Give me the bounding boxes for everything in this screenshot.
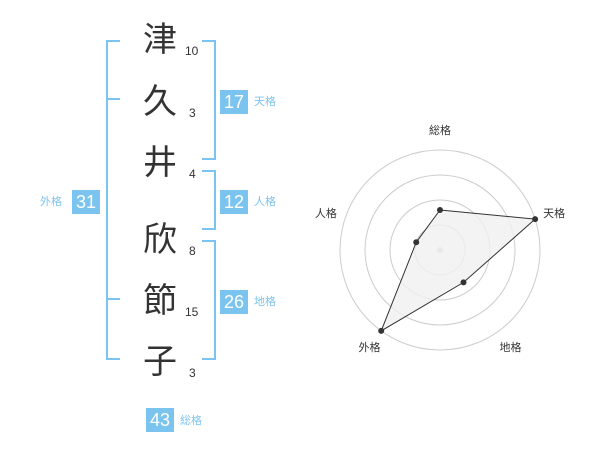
chikaku-label: 地格 [254, 295, 276, 308]
radar-axis-label-1: 総格 [429, 123, 451, 137]
soukaku-badge: 43 [146, 408, 174, 432]
stroke-count-2: 3 [189, 106, 196, 120]
stroke-count-3: 4 [189, 167, 196, 181]
radar-point-2 [532, 216, 539, 223]
gaikaku-tick-1 [106, 98, 120, 100]
stroke-count-5: 15 [185, 305, 199, 319]
stroke-count-6: 3 [189, 366, 196, 380]
name-char-4: 欣 [143, 220, 177, 260]
name-char-1: 津 [143, 20, 177, 60]
radar-axis-label-2: 天格 [543, 206, 565, 220]
name-char-3: 井 [143, 143, 177, 183]
radar-grid-ring-4 [339, 149, 541, 351]
jinkaku-badge: 12 [220, 190, 248, 214]
gaikaku-bracket [106, 40, 120, 360]
radar-point-3 [460, 279, 467, 286]
tenkaku-label: 天格 [254, 95, 276, 108]
radar-value-polygon [380, 209, 537, 333]
tenkaku-badge: 17 [220, 90, 248, 114]
jinkaku-bracket [202, 170, 216, 230]
chikaku-bracket [202, 240, 216, 360]
name-char-6: 子 [143, 342, 177, 382]
name-char-2: 久 [143, 82, 177, 122]
tenkaku-bracket [202, 40, 216, 160]
gaikaku-label: 外格 [40, 195, 62, 208]
radar-point-1 [437, 207, 443, 213]
radar-point-4 [378, 327, 385, 334]
jinkaku-label: 人格 [254, 195, 276, 208]
stroke-count-4: 8 [189, 244, 196, 258]
soukaku-label: 総格 [180, 414, 202, 427]
gaikaku-badge: 31 [72, 190, 100, 214]
radar-axis-label-4: 外格 [358, 340, 380, 354]
chikaku-badge: 26 [220, 290, 248, 314]
radar-axis-label-3: 地格 [500, 340, 522, 354]
radar-point-5 [413, 239, 420, 246]
radar-axis-label-5: 人格 [315, 206, 337, 220]
gaikaku-tick-2 [106, 298, 120, 300]
radar-grid-ring-3 [364, 174, 516, 326]
name-char-5: 節 [143, 281, 177, 321]
stroke-count-1: 10 [185, 44, 199, 58]
